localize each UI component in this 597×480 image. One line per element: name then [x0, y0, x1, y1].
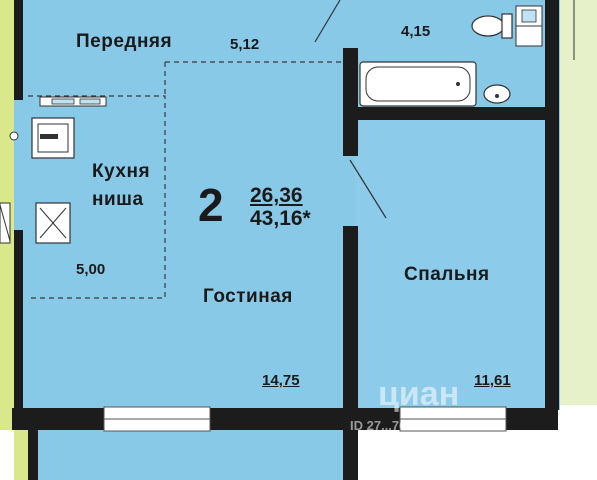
bathroom-wall-bottom	[343, 107, 548, 120]
hall-name: Передняя	[76, 31, 173, 52]
lower-left-wall	[28, 430, 38, 480]
hall-area: 5,12	[230, 36, 260, 53]
living-area: 26,36	[250, 184, 303, 207]
lower-unit-floor	[14, 430, 350, 480]
outer-wall-right	[545, 0, 559, 410]
bedroom-door-swing	[349, 159, 387, 219]
kitchen-niche-outline	[28, 61, 343, 299]
bedroom-name: Спальня	[404, 264, 490, 285]
outer-wall-left-top	[14, 0, 23, 100]
bathtub-icon	[359, 61, 477, 107]
kitchen-name-line2: ниша	[92, 189, 144, 210]
bathroom-door-swing	[314, 0, 341, 43]
right-neighbor-strip	[560, 0, 597, 405]
rooms-count: 2	[198, 179, 224, 231]
kitchen-area: 5,00	[76, 261, 106, 278]
toilet-icon	[471, 13, 513, 39]
kitchen-counter	[39, 96, 107, 107]
bathroom-cabinet	[515, 5, 543, 47]
partition-wall-lower	[343, 226, 358, 480]
outer-wall-left-bottom	[14, 230, 23, 410]
lower-blank	[350, 440, 560, 480]
total-area: 43,16*	[250, 207, 311, 230]
washbasin-icon	[483, 84, 511, 104]
living-room-area: 14,75	[262, 372, 300, 389]
right-blank-area	[560, 405, 597, 480]
kitchen-name-line1: Кухня	[92, 161, 151, 182]
bedroom-floor	[355, 118, 547, 410]
watermark-logo: циан	[378, 375, 460, 413]
bathroom-area: 4,15	[401, 23, 431, 40]
bedroom-area: 11,61	[474, 372, 511, 389]
partition-wall-upper	[343, 48, 358, 156]
watermark-id: ID 27...76 1	[350, 418, 418, 433]
stove-icon	[0, 202, 71, 244]
living-room-name: Гостиная	[203, 286, 293, 307]
kitchen-sink-icon	[9, 117, 75, 159]
